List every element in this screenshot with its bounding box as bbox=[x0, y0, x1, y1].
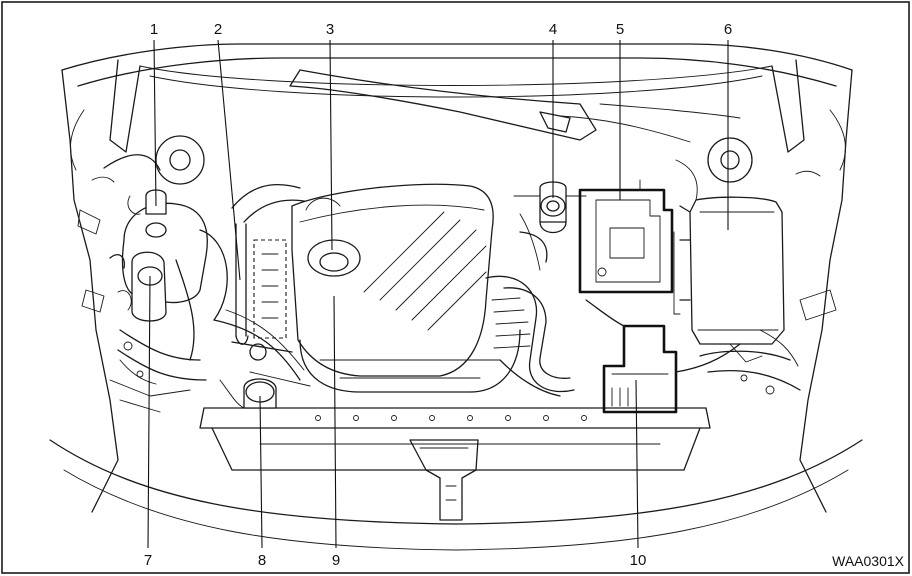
callout-7: 7 bbox=[144, 552, 152, 569]
front-bumper bbox=[49, 407, 863, 551]
callout-6: 6 bbox=[724, 21, 732, 38]
right-wiring bbox=[675, 159, 837, 395]
callout-5: 5 bbox=[616, 21, 624, 38]
power-steering-reservoir bbox=[513, 181, 587, 271]
callout-labels: 1 2 3 4 5 6 7 8 9 10 bbox=[144, 21, 732, 569]
engine-cover bbox=[291, 183, 494, 377]
callout-8: 8 bbox=[258, 552, 266, 569]
callout-3: 3 bbox=[326, 21, 334, 38]
fender-walls bbox=[61, 69, 853, 513]
left-misc bbox=[77, 209, 157, 385]
washer-fluid-cap bbox=[219, 378, 277, 409]
callout-2: 2 bbox=[214, 21, 222, 38]
battery bbox=[585, 299, 741, 414]
air-cleaner-box bbox=[673, 196, 785, 345]
air-intake-duct bbox=[485, 231, 575, 397]
leader-9 bbox=[333, 295, 337, 549]
leader-lines bbox=[147, 39, 729, 549]
leader-1 bbox=[153, 39, 157, 207]
left-hoses bbox=[109, 229, 305, 413]
hood-outline bbox=[61, 43, 853, 153]
callout-1: 1 bbox=[150, 21, 158, 38]
leader-3 bbox=[329, 39, 333, 251]
leader-8 bbox=[259, 395, 263, 549]
support-bolts bbox=[315, 415, 587, 421]
callout-4: 4 bbox=[549, 21, 557, 38]
leader-2 bbox=[217, 39, 241, 281]
leader-10 bbox=[635, 379, 639, 549]
leader-7 bbox=[147, 275, 151, 549]
callout-10: 10 bbox=[630, 552, 647, 569]
callout-9: 9 bbox=[332, 552, 340, 569]
figure-code: WAA0301X bbox=[832, 553, 905, 569]
relay-box bbox=[578, 179, 674, 294]
engine-block bbox=[231, 329, 521, 393]
brake-fluid-reservoir bbox=[109, 251, 167, 322]
